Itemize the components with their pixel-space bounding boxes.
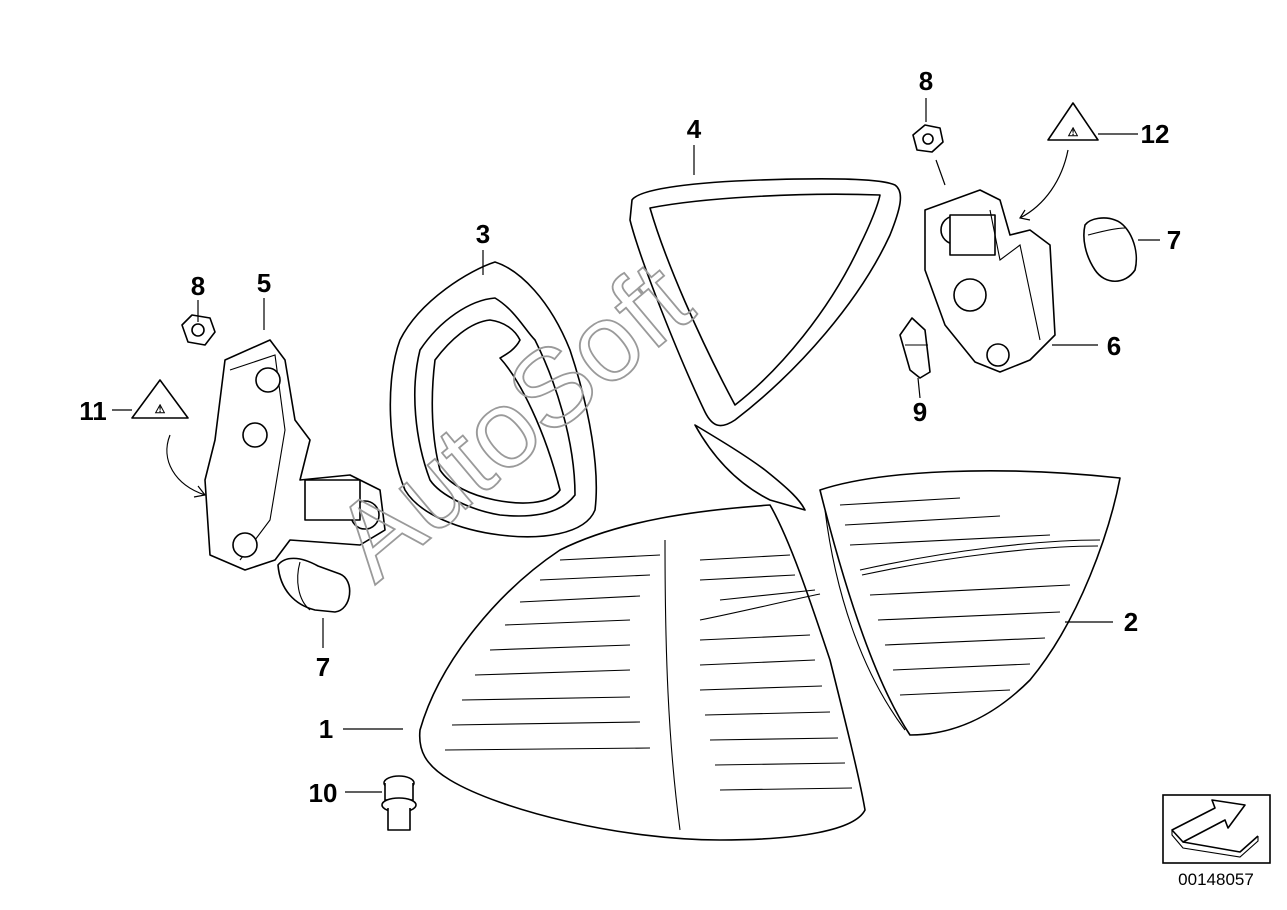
- part-2-inner-tail-light: [819, 470, 1121, 736]
- part-10-rivet: [381, 775, 417, 831]
- callout-10: 10: [309, 778, 338, 808]
- orientation-box: [1162, 794, 1271, 864]
- part-6-bulb-holder: [924, 189, 1056, 373]
- part-5-bulb-holder: [204, 339, 386, 571]
- callout-1: 1: [319, 714, 333, 744]
- document-number: 00148057: [1178, 870, 1254, 889]
- bulb-triangle-warning-icon-left: ⚠: [131, 379, 189, 419]
- callout-9: 9: [913, 397, 927, 427]
- callout-12: 12: [1141, 119, 1170, 149]
- callout-labels: 1 2 3 4 5 6 7 7 8 8 9 10 11 12: [79, 66, 1181, 808]
- callout-8-right: 8: [919, 66, 933, 96]
- bulb-triangle-warning-icon-right: ⚠: [1047, 102, 1099, 141]
- callout-3: 3: [476, 219, 490, 249]
- callout-7-left: 7: [316, 652, 330, 682]
- callout-6: 6: [1107, 331, 1121, 361]
- vehicle-direction-arrow-icon: [1171, 799, 1259, 858]
- part-2-ribs: [839, 497, 1071, 696]
- part-1-outer-tail-light: [418, 424, 866, 841]
- part-8-nut-left: [181, 314, 216, 346]
- callout-7-right: 7: [1167, 225, 1181, 255]
- svg-text:⚠: ⚠: [155, 402, 166, 416]
- callout-5: 5: [257, 268, 271, 298]
- part-3-gasket: [389, 261, 598, 538]
- part-9-small-bulb: [899, 317, 931, 379]
- part-1-ribs: [444, 554, 853, 791]
- callout-2: 2: [1124, 607, 1138, 637]
- part-8-nut-right: [912, 124, 944, 153]
- callout-8-left: 8: [191, 271, 205, 301]
- part-4-gasket-frame: [629, 178, 902, 427]
- callout-4: 4: [687, 114, 702, 144]
- leader-lines: [112, 98, 1160, 793]
- part-7-bulb-left: [277, 557, 351, 613]
- svg-text:⚠: ⚠: [1068, 125, 1079, 139]
- part-7-bulb-right: [1083, 217, 1137, 283]
- callout-11: 11: [79, 396, 107, 426]
